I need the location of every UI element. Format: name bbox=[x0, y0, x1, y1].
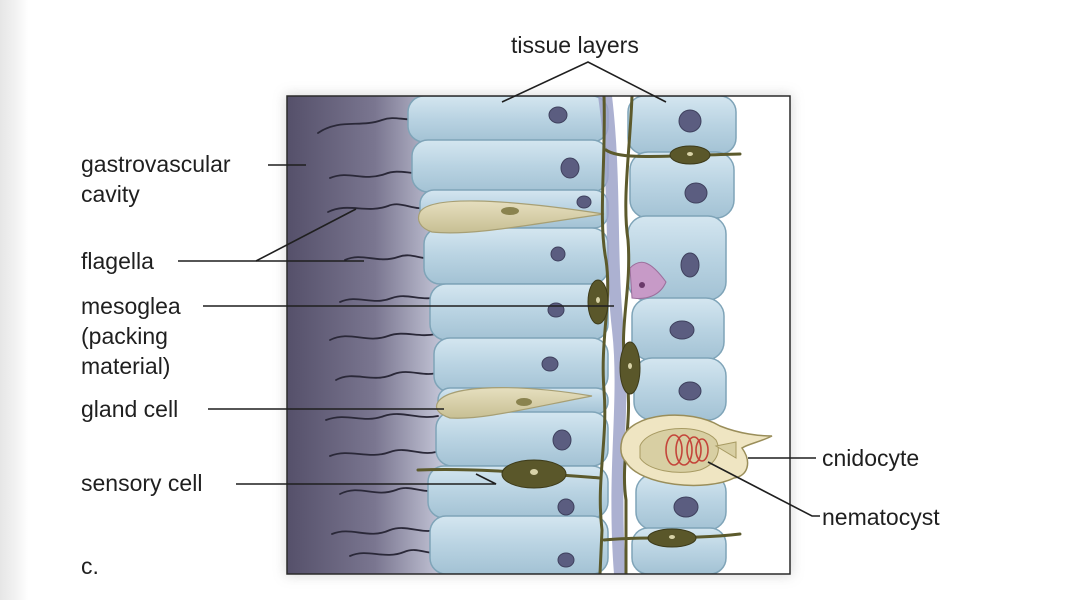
label-mesoglea-line2: (packing bbox=[81, 323, 168, 349]
label-gastrovascular-cavity: gastrovascular cavity bbox=[81, 149, 231, 209]
mesoglea-layer bbox=[598, 96, 627, 574]
panel-label: c. bbox=[81, 553, 99, 579]
figure-frame bbox=[286, 95, 791, 575]
gland-cell-lower bbox=[435, 387, 593, 419]
cnidocil bbox=[714, 441, 737, 459]
nematocyst-capsule bbox=[639, 428, 719, 473]
label-flagella: flagella bbox=[81, 248, 154, 274]
label-gastrovascular-line2: cavity bbox=[81, 181, 140, 207]
page-edge-shadow bbox=[0, 0, 28, 600]
interstitial-cell bbox=[629, 261, 667, 299]
label-gastrovascular-line1: gastrovascular bbox=[81, 151, 231, 177]
label-mesoglea-line3: material) bbox=[81, 353, 171, 379]
label-nematocyst: nematocyst bbox=[822, 504, 940, 530]
label-tissue-layers: tissue layers bbox=[511, 32, 639, 58]
label-mesoglea: mesoglea (packing material) bbox=[81, 291, 181, 381]
label-sensory-cell: sensory cell bbox=[81, 470, 203, 496]
gland-cell-upper bbox=[417, 200, 605, 234]
leader-lines bbox=[178, 61, 820, 517]
label-mesoglea-line1: mesoglea bbox=[81, 293, 181, 319]
label-gland-cell: gland cell bbox=[81, 396, 179, 422]
nematocyst-thread bbox=[665, 434, 709, 466]
label-cnidocyte: cnidocyte bbox=[822, 445, 920, 471]
